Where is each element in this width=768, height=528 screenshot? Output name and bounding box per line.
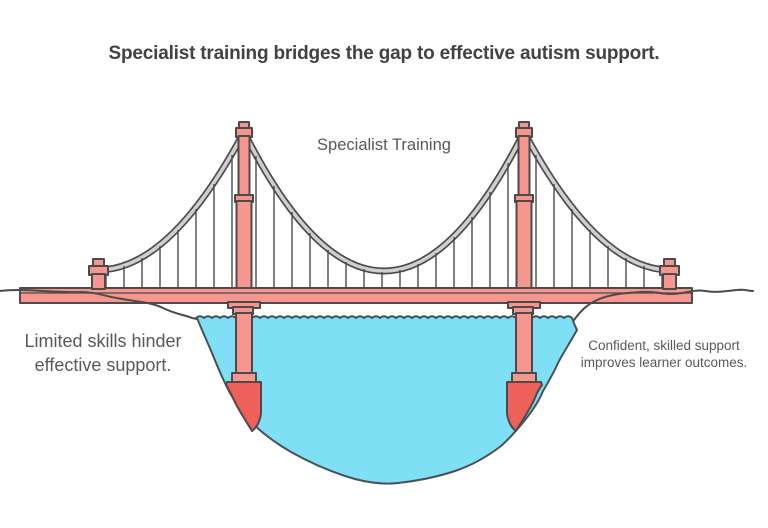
right-anchor-column — [662, 273, 677, 290]
right-tower-footing — [506, 381, 543, 432]
right-caption-line1: Confident, skilled support — [588, 338, 740, 353]
right-tower — [514, 121, 534, 291]
right-anchor-post — [659, 258, 680, 290]
left-caption-line2: effective support. — [34, 355, 172, 375]
bridge-deck — [19, 287, 693, 304]
left-caption-line1: Limited skills hinder — [24, 331, 182, 351]
deck-girder — [19, 287, 693, 304]
bridge-label: Specialist Training — [317, 136, 451, 154]
left-tower-lower-column — [235, 200, 253, 291]
terrain-right — [573, 288, 754, 321]
left-anchor-topper — [92, 258, 105, 267]
right-tower-base — [506, 301, 543, 432]
left-tower-footing — [225, 381, 262, 432]
main-cables — [97, 130, 671, 275]
left-anchor-post — [88, 258, 109, 290]
right-tower-upper-column — [517, 135, 531, 199]
left-tower-upper-column — [237, 135, 251, 199]
left-tower-lower-flange — [231, 372, 257, 383]
right-tower-underwater-column — [515, 312, 533, 377]
right-anchor-topper — [663, 258, 676, 267]
terrain-left — [0, 289, 198, 320]
left-tower — [234, 121, 254, 291]
cable-right-span-core — [522, 131, 671, 272]
cable-left-span — [97, 130, 248, 274]
left-anchor-column — [91, 273, 106, 290]
cable-right-span — [520, 130, 671, 274]
left-caption: Limited skills hinder effective support. — [13, 329, 193, 377]
right-caption-line2: improves learner outcomes. — [580, 355, 748, 370]
left-tower-base — [225, 301, 262, 432]
right-tower-lower-column — [515, 200, 533, 291]
page-title: Specialist training bridges the gap to e… — [108, 43, 660, 64]
right-caption: Confident, skilled support improves lear… — [575, 337, 753, 371]
left-tower-underwater-column — [235, 312, 253, 377]
cable-left-span-core — [97, 131, 246, 272]
water — [195, 315, 578, 485]
cable-main-span-core — [242, 131, 526, 273]
right-tower-lower-flange — [511, 372, 537, 383]
